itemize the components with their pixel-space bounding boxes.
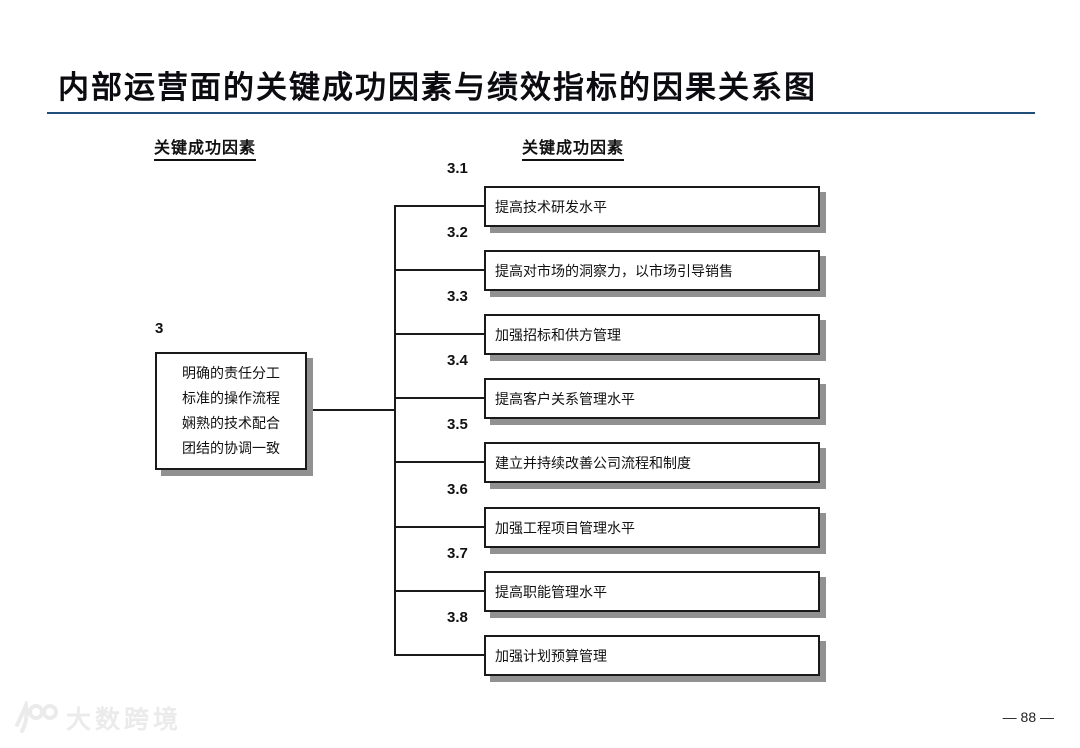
connector-branch-line [395, 526, 485, 528]
connector-branch-line [395, 461, 485, 463]
kpi-item: 3.1 提高技术研发水平 [395, 160, 828, 230]
kpi-label: 提高技术研发水平 [495, 198, 607, 215]
kpi-label: 提高客户关系管理水平 [495, 390, 635, 407]
kpi-item: 3.2 提高对市场的洞察力，以市场引导销售 [395, 224, 828, 294]
kpi-box: 加强计划预算管理 [484, 635, 820, 676]
watermark: 大数跨境 [12, 700, 182, 736]
left-factor-line: 明确的责任分工 [182, 365, 280, 381]
connector-branch-line [395, 333, 485, 335]
kpi-item: 3.6 加强工程项目管理水平 [395, 481, 828, 551]
kpi-label: 加强工程项目管理水平 [495, 519, 635, 536]
page-title: 内部运营面的关键成功因素与绩效指标的因果关系图 [58, 70, 817, 105]
kpi-label: 提高职能管理水平 [495, 583, 607, 600]
kpi-item: 3.5 建立并持续改善公司流程和制度 [395, 416, 828, 486]
connector-spine-line [394, 205, 396, 656]
left-factor-line: 团结的协调一致 [182, 440, 280, 456]
left-factor-line: 娴熟的技术配合 [182, 415, 280, 431]
connector-branch-line [395, 654, 485, 656]
kpi-box: 提高技术研发水平 [484, 186, 820, 227]
connector-branch-line [395, 397, 485, 399]
kpi-number: 3.4 [447, 352, 468, 369]
connector-branch-line [395, 205, 485, 207]
kpi-box: 提高客户关系管理水平 [484, 378, 820, 419]
connector-branch-line [395, 590, 485, 592]
kpi-number: 3.5 [447, 416, 468, 433]
title-underline [47, 112, 1035, 114]
kpi-number: 3.7 [447, 545, 468, 562]
left-item-number: 3 [155, 320, 164, 337]
kpi-item: 3.8 加强计划预算管理 [395, 609, 828, 679]
kpi-item: 3.7 提高职能管理水平 [395, 545, 828, 615]
kpi-label: 建立并持续改善公司流程和制度 [495, 454, 691, 471]
kpi-number: 3.1 [447, 160, 468, 177]
kpi-number: 3.2 [447, 224, 468, 241]
left-factor-box: 明确的责任分工 标准的操作流程 娴熟的技术配合 团结的协调一致 [155, 352, 307, 470]
kpi-box: 建立并持续改善公司流程和制度 [484, 442, 820, 483]
kpi-number: 3.8 [447, 609, 468, 626]
kpi-box: 提高对市场的洞察力，以市场引导销售 [484, 250, 820, 291]
kpi-label: 提高对市场的洞察力，以市场引导销售 [495, 262, 733, 279]
watermark-text: 大数跨境 [66, 706, 183, 734]
kpi-box: 加强工程项目管理水平 [484, 507, 820, 548]
kpi-label: 加强招标和供方管理 [495, 326, 621, 343]
page-number: — 88 — [1002, 709, 1054, 725]
kpi-box: 提高职能管理水平 [484, 571, 820, 612]
kpi-number: 3.3 [447, 288, 468, 305]
kpi-box: 加强招标和供方管理 [484, 314, 820, 355]
kpi-item: 3.4 提高客户关系管理水平 [395, 352, 828, 422]
connector-branch-line [395, 269, 485, 271]
kpi-item: 3.3 加强招标和供方管理 [395, 288, 828, 358]
left-column-header: 关键成功因素 [154, 134, 257, 161]
left-factor-line: 标准的操作流程 [182, 390, 280, 406]
kpi-number: 3.6 [447, 481, 468, 498]
watermark-logo-icon [15, 701, 58, 733]
kpi-label: 加强计划预算管理 [495, 647, 607, 664]
right-column-header: 关键成功因素 [522, 134, 625, 161]
connector-main-line [307, 409, 395, 411]
